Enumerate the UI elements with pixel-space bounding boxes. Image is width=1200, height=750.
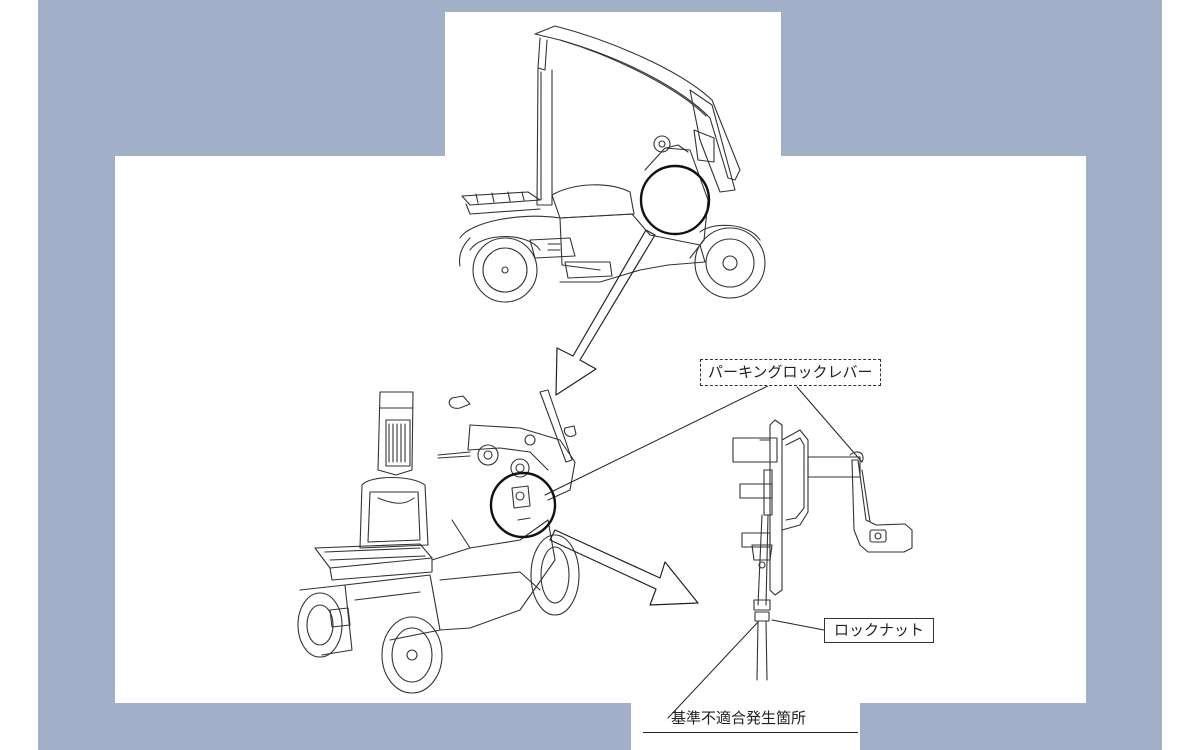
drawing-sheet-top (445, 12, 781, 162)
defect-label-underline (643, 732, 858, 733)
drawing-sheet-bottom (631, 700, 860, 750)
leader-line-defect (667, 621, 759, 719)
lock-nut-label: ロックナット (824, 618, 935, 643)
scooter-side-view (458, 25, 766, 303)
scooter-rear-three-quarter-view (297, 389, 580, 694)
highlight-circle-bottom (489, 471, 557, 539)
arrow-right-down (549, 529, 699, 606)
leader-line-lock-nut (771, 619, 825, 631)
parking-lock-lever-label: パーキングロックレバー (700, 359, 881, 386)
defect-location-label: 基準不適合発生箇所 (671, 709, 807, 727)
arrow-down-left (555, 229, 656, 396)
highlight-circle-top (639, 164, 711, 236)
drawing-sheet-main (115, 156, 1086, 703)
leader-line-lever-to-detail (796, 386, 863, 463)
parking-lock-detail (732, 419, 913, 681)
leader-line-lever-to-scooter (544, 379, 781, 496)
